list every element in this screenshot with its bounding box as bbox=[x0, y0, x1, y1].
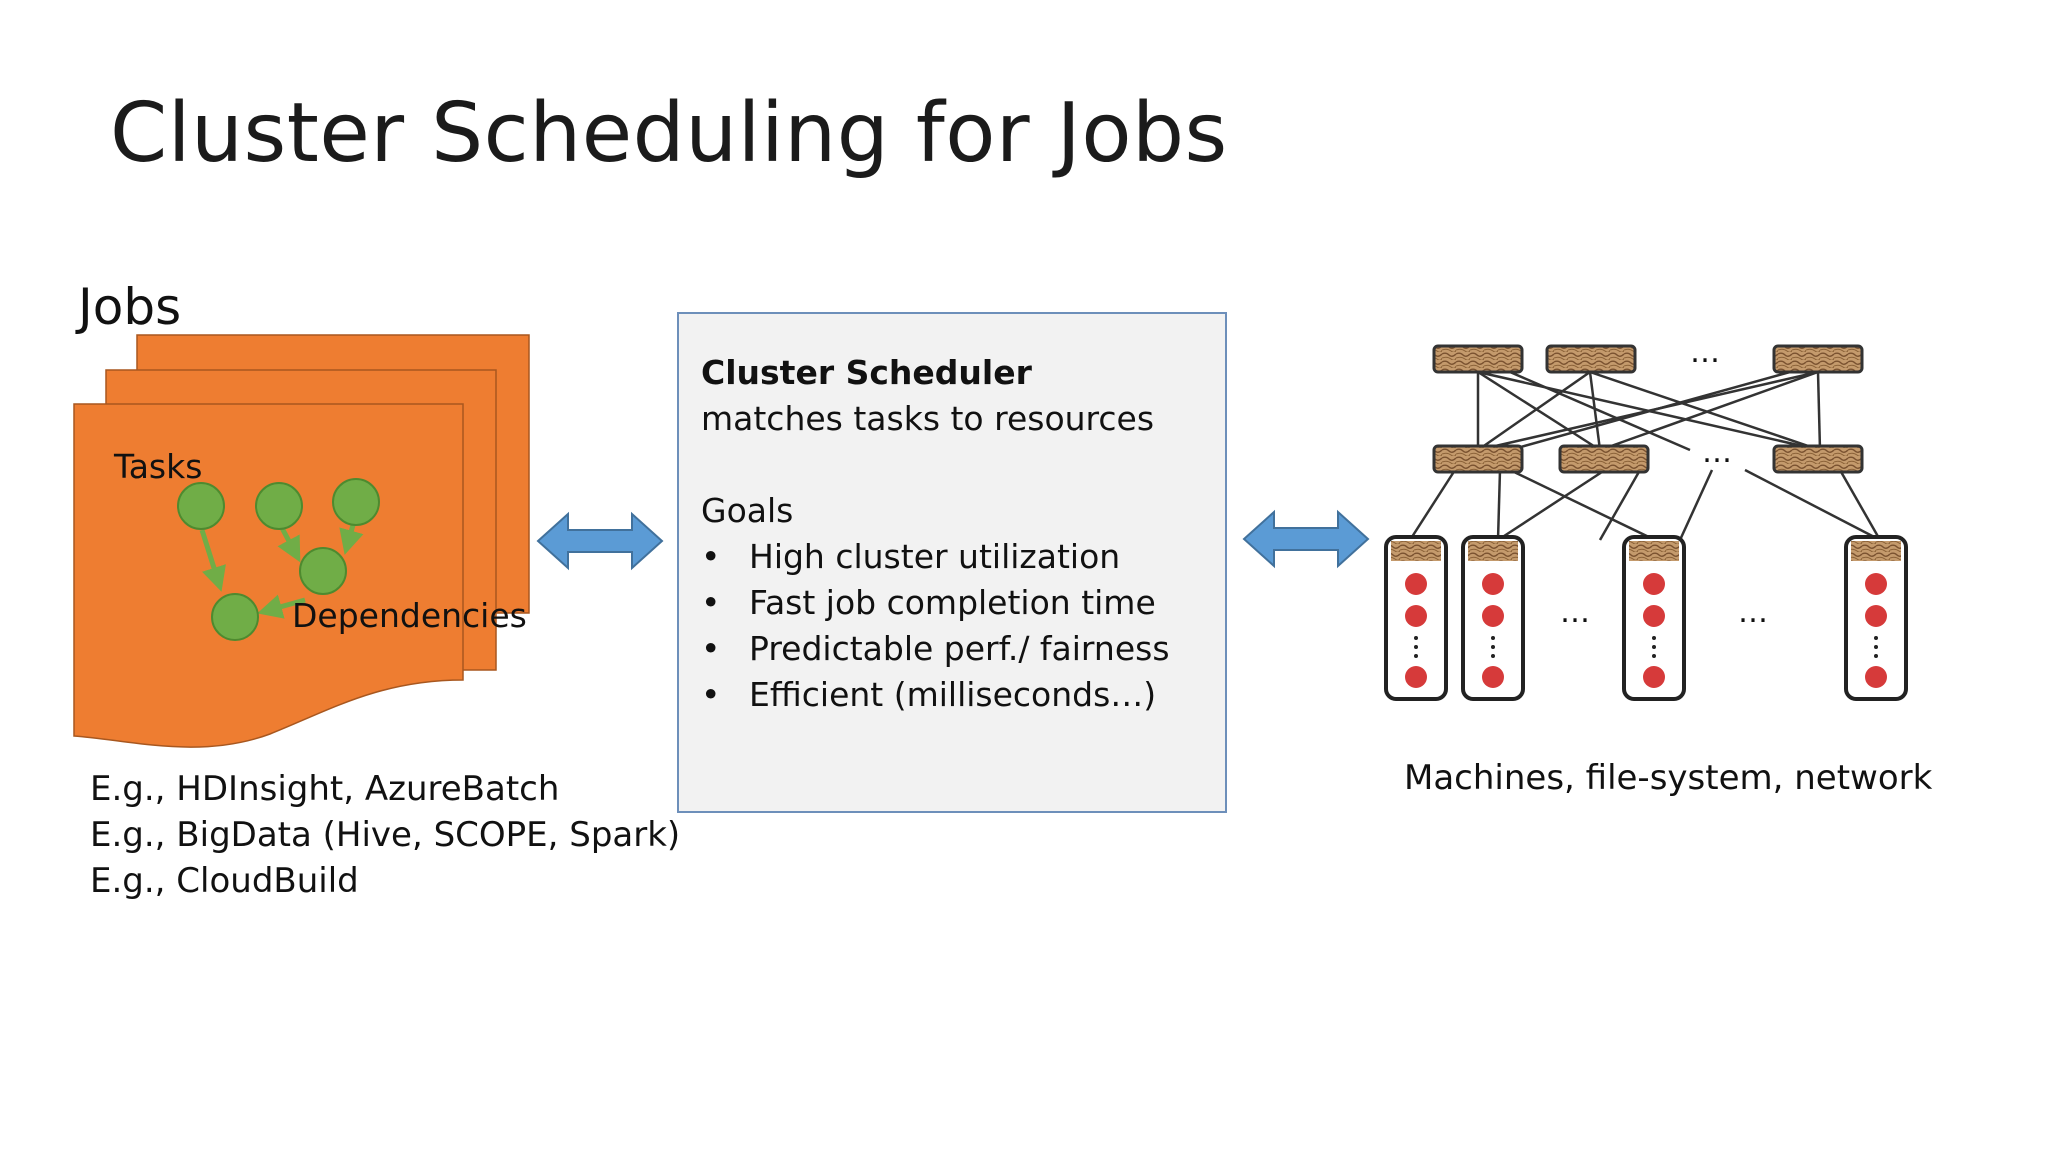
jobs-heading: Jobs bbox=[78, 278, 182, 336]
task-node bbox=[255, 482, 303, 530]
server-ellipsis: … bbox=[1560, 595, 1590, 630]
task-node bbox=[211, 593, 259, 641]
slide-title: Cluster Scheduling for Jobs bbox=[110, 86, 1228, 181]
switch-ellipsis: … bbox=[1702, 435, 1732, 470]
task-node bbox=[177, 482, 225, 530]
network-switch-icon bbox=[1432, 344, 1524, 374]
server-rack-icon bbox=[1622, 535, 1686, 701]
task-node bbox=[299, 547, 347, 595]
network-switch-icon bbox=[1772, 344, 1864, 374]
job-example-item: E.g., BigData (Hive, SCOPE, Spark) bbox=[90, 815, 681, 855]
job-examples-list: E.g., HDInsight, AzureBatch E.g., BigDat… bbox=[90, 766, 680, 904]
bullet: • bbox=[701, 583, 721, 622]
tasks-label: Tasks bbox=[113, 447, 202, 486]
goal-text: Fast job completion time bbox=[749, 583, 1156, 622]
bullet: • bbox=[701, 629, 721, 668]
goal-item: • Predictable perf./ fairness bbox=[701, 626, 1170, 672]
double-arrow-icon bbox=[536, 511, 664, 571]
network-switch-icon bbox=[1558, 444, 1650, 474]
bullet: • bbox=[701, 537, 721, 576]
goal-item: • Efficient (milliseconds…) bbox=[701, 672, 1170, 718]
network-links bbox=[1408, 370, 1882, 542]
goal-text: High cluster utilization bbox=[749, 537, 1121, 576]
double-arrow-icon bbox=[1242, 509, 1370, 569]
spacer bbox=[701, 442, 1170, 488]
server-rack-icon bbox=[1844, 535, 1908, 701]
dependency-edge bbox=[257, 594, 306, 619]
network-switch-icon bbox=[1772, 444, 1864, 474]
server-ellipsis: … bbox=[1738, 595, 1768, 630]
goal-text: Predictable perf./ fairness bbox=[749, 629, 1170, 668]
job-example-item: E.g., HDInsight, AzureBatch bbox=[90, 769, 560, 809]
cluster-scheduler-box: Cluster Scheduler matches tasks to resou… bbox=[677, 312, 1227, 813]
job-example-item: E.g., CloudBuild bbox=[90, 861, 359, 901]
switch-ellipsis: … bbox=[1690, 335, 1720, 370]
bullet: • bbox=[701, 675, 721, 714]
cluster-caption: Machines, file-system, network bbox=[1404, 758, 1933, 798]
network-switch-icon bbox=[1432, 444, 1524, 474]
scheduler-title: Cluster Scheduler bbox=[701, 353, 1032, 392]
scheduler-subtitle: matches tasks to resources bbox=[701, 399, 1155, 438]
server-rack-icon bbox=[1461, 535, 1525, 701]
dependency-edge bbox=[199, 529, 226, 592]
network-switch-icon bbox=[1545, 344, 1637, 374]
dependency-edge bbox=[277, 526, 301, 563]
task-dependency-graph bbox=[177, 478, 380, 641]
goal-text: Efficient (milliseconds…) bbox=[749, 675, 1157, 714]
goal-item: • Fast job completion time bbox=[701, 580, 1170, 626]
goals-heading: Goals bbox=[701, 491, 794, 530]
dependencies-label: Dependencies bbox=[292, 596, 527, 635]
task-node bbox=[332, 478, 380, 526]
goal-item: • High cluster utilization bbox=[701, 534, 1170, 580]
server-rack-icon bbox=[1384, 535, 1448, 701]
dependency-edge bbox=[339, 524, 364, 555]
scheduler-content: Cluster Scheduler matches tasks to resou… bbox=[701, 350, 1170, 718]
